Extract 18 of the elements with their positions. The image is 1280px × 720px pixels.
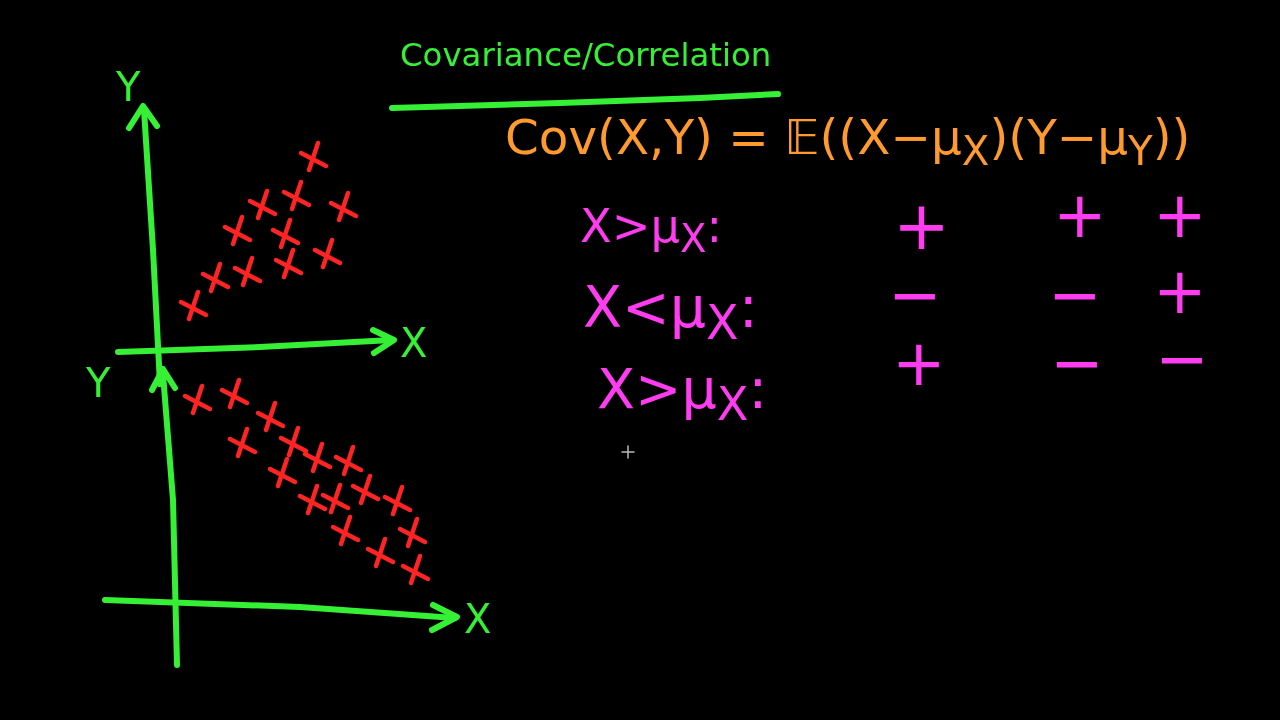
condition-label: X>μ$_{X}$: [597, 360, 768, 429]
formula: Cov(X,Y) = 𝔼((X−μ$_{X}$)(Y−μ$_{Y}$)) [505, 112, 1191, 173]
sign-symbol: + [1153, 258, 1207, 326]
sign-symbol: − [888, 262, 942, 330]
sign-symbol: − [1048, 262, 1102, 330]
sign-symbol: + [1053, 182, 1107, 250]
heading: Covariance/Correlation [400, 38, 772, 72]
axis-label: X [464, 598, 492, 640]
axis-label: X [400, 322, 428, 364]
sign-symbol: − [1155, 326, 1209, 394]
condition-label: X>μ$_{X}$: [580, 202, 722, 260]
sign-symbol: + [892, 330, 946, 398]
sign-symbol: + [893, 190, 950, 262]
sign-symbol: + [1153, 182, 1207, 250]
sign-symbol: − [1050, 330, 1104, 398]
axis-label: Y [86, 362, 111, 404]
condition-label: X<μ$_{X}$: [583, 278, 758, 349]
axis-label: Y [116, 66, 141, 108]
